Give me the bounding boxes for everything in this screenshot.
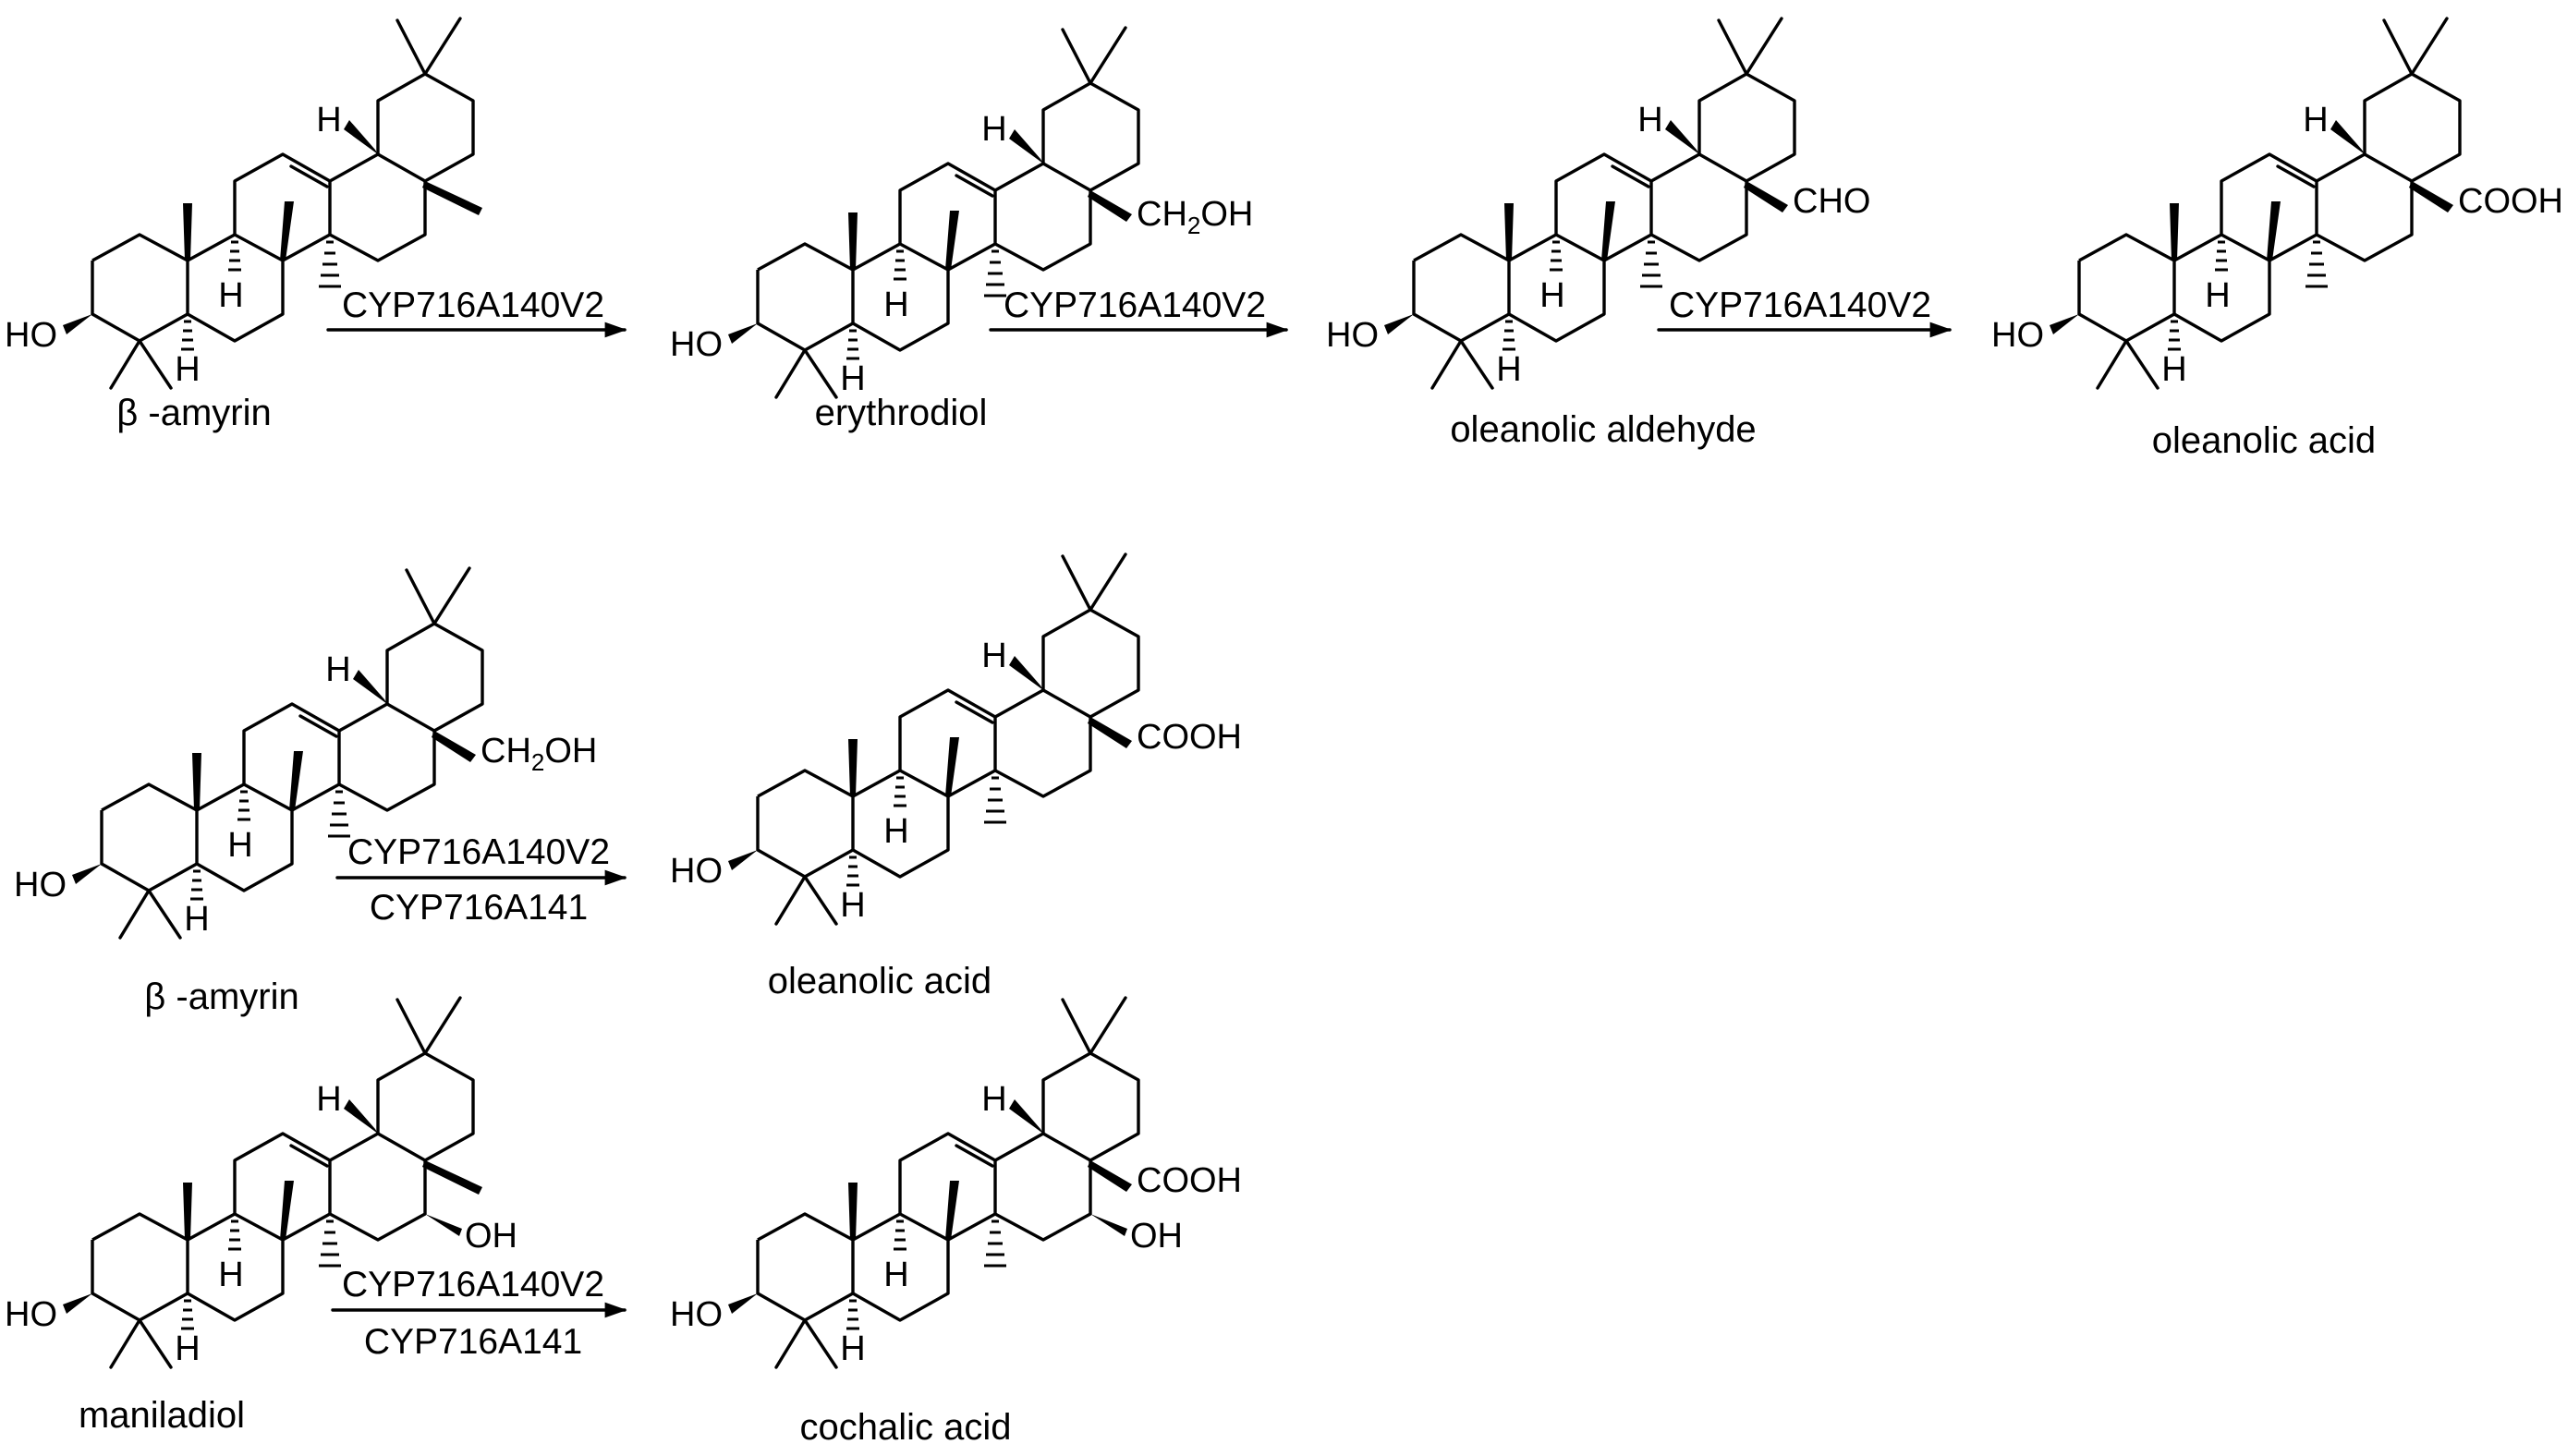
compound-name: oleanolic acid [2152, 420, 2376, 461]
reaction-arrow: CYP716A140V2 [1657, 285, 1953, 338]
enzyme-label: CYP716A140V2 [347, 832, 610, 872]
compound-oleanolic-acid: COOH [668, 552, 1242, 927]
hydroxyl-label: OH [465, 1217, 517, 1256]
hydroxyl-label: OH [1130, 1217, 1183, 1256]
compound-name: maniladiol [79, 1395, 245, 1436]
enzyme-label: CYP716A140V2 [1669, 285, 1931, 325]
compound-name: cochalic acid [799, 1407, 1011, 1448]
compound-beta-amyrin: CH2OH [12, 566, 597, 940]
substituent-label: CH2OH [1137, 195, 1253, 239]
enzyme-label: CYP716A140V2 [342, 285, 604, 325]
reaction-arrow: CYP716A140V2 CYP716A141 [331, 1265, 627, 1362]
substituent-label: CHO [1793, 182, 1870, 221]
enzyme-label: CYP716A141 [370, 888, 588, 928]
compound-oleanolic-aldehyde: CHO oleanolic aldehyde [1324, 17, 1870, 450]
compound-oleanolic-acid: COOH oleanolic acid [1989, 17, 2563, 461]
compound-beta-amyrin: β -amyrin [3, 17, 482, 433]
substituent-label: CH2OH [481, 732, 597, 776]
compound-name: β -amyrin [144, 977, 298, 1017]
compound-name: oleanolic acid [768, 961, 992, 1001]
enzyme-label: CYP716A140V2 [342, 1265, 604, 1304]
compound-name: oleanolic aldehyde [1450, 409, 1756, 450]
substituent-label: COOH [1137, 1161, 1242, 1200]
compound-name: β -amyrin [116, 393, 271, 433]
compound-maniladiol: OH [3, 996, 517, 1370]
compound-name: erythrodiol [815, 393, 988, 433]
enzyme-label: CYP716A140V2 [1004, 285, 1266, 325]
reaction-arrow: CYP716A140V2 CYP716A141 [335, 832, 627, 928]
compound-erythrodiol: CH2OH erythrodiol [668, 26, 1253, 433]
enzyme-label: CYP716A141 [364, 1322, 582, 1362]
substituent-label: COOH [1137, 718, 1242, 757]
reaction-arrow: CYP716A140V2 [326, 285, 627, 338]
reaction-arrow: CYP716A140V2 [989, 285, 1289, 338]
compound-cochalic-acid: COOH OH [668, 996, 1242, 1370]
substituent-label: COOH [2458, 182, 2563, 221]
